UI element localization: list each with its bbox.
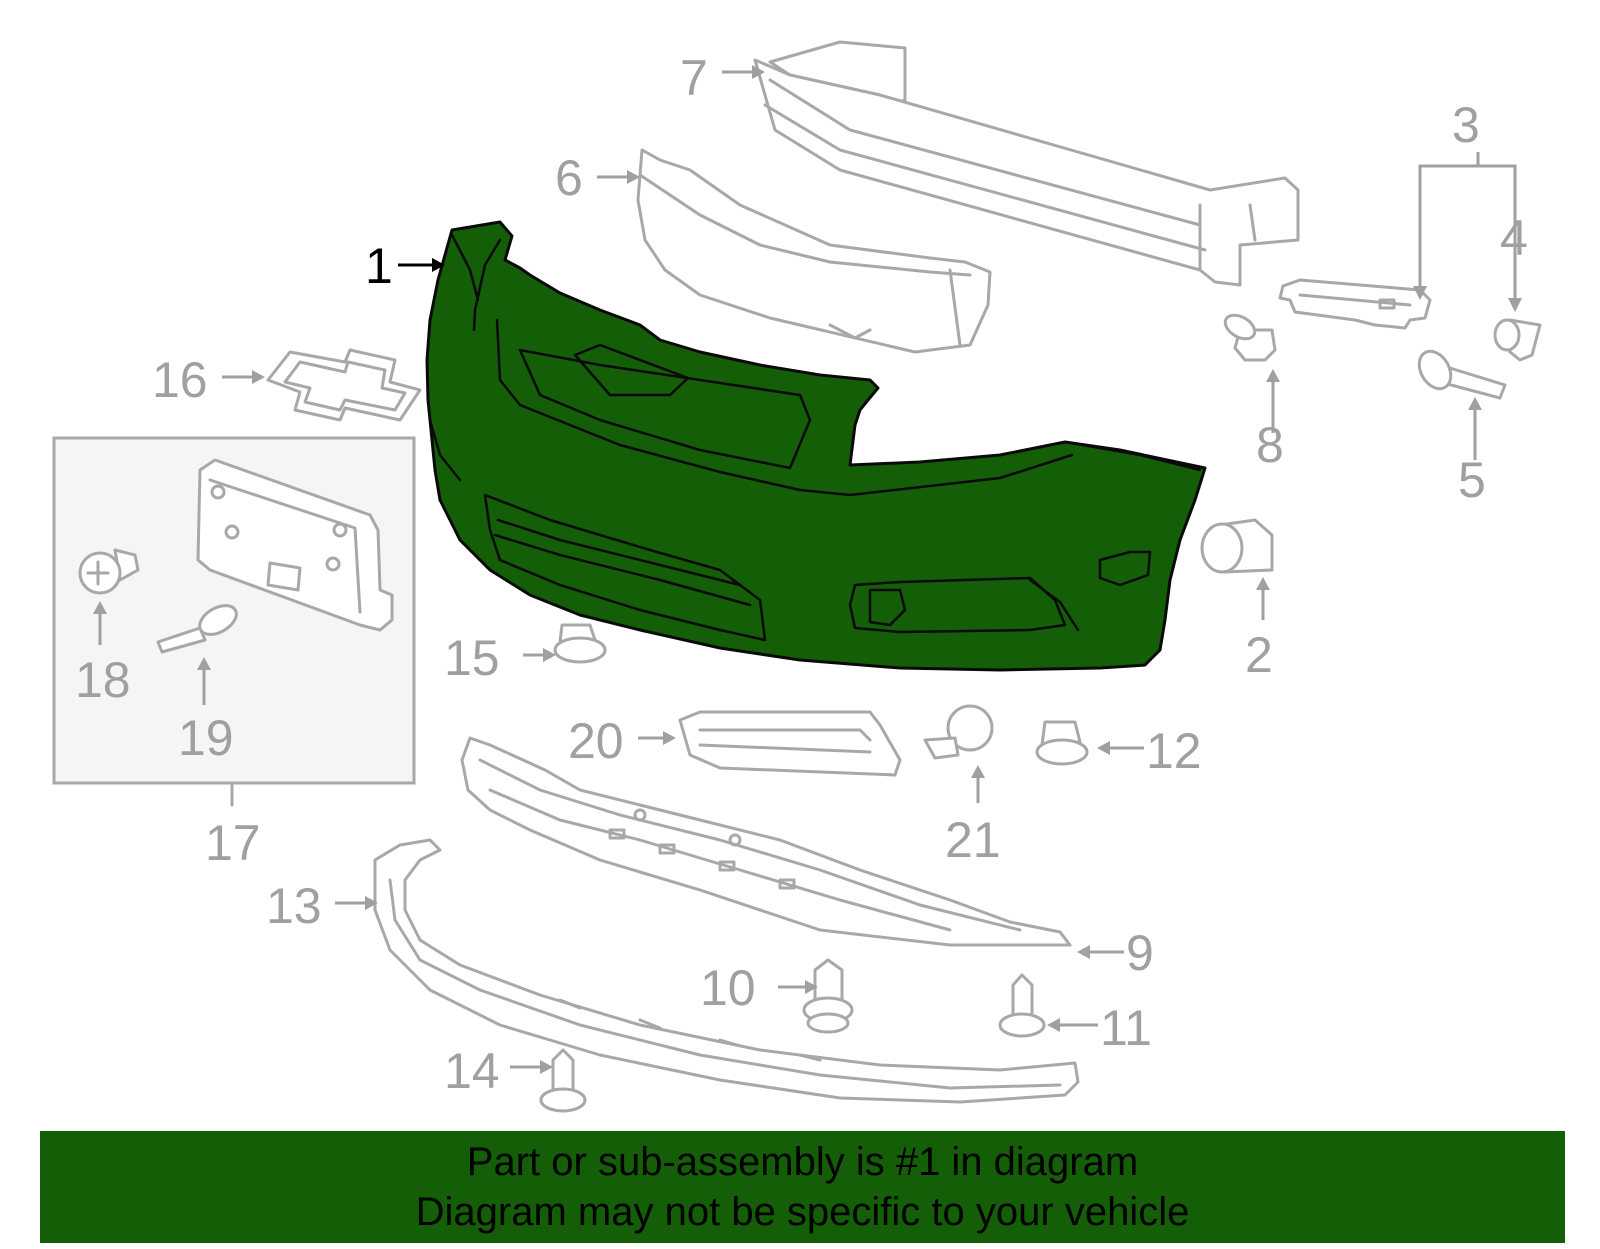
leader-arrows xyxy=(93,65,1522,1074)
callout-labels: 1 2 3 4 5 6 7 8 9 10 11 12 13 14 15 16 1… xyxy=(75,50,1528,1099)
part-21-bulb xyxy=(923,704,994,760)
part-7-impact-bar xyxy=(753,40,1300,287)
callout-13[interactable]: 13 xyxy=(266,878,322,934)
callout-2[interactable]: 2 xyxy=(1245,627,1273,683)
callout-3[interactable]: 3 xyxy=(1452,97,1480,153)
callout-5[interactable]: 5 xyxy=(1458,452,1486,508)
part-2-sensor xyxy=(1200,518,1274,574)
callout-8[interactable]: 8 xyxy=(1256,417,1284,473)
callout-14[interactable]: 14 xyxy=(444,1043,500,1099)
callout-20[interactable]: 20 xyxy=(568,713,624,769)
callout-21[interactable]: 21 xyxy=(945,812,1001,868)
part-4-clip xyxy=(1493,318,1542,362)
part-8-push-pin xyxy=(1223,313,1277,362)
callout-9[interactable]: 9 xyxy=(1126,925,1154,981)
callout-17[interactable]: 17 xyxy=(205,815,261,871)
part-20-bezel xyxy=(678,710,902,777)
part-1-bumper-cover xyxy=(425,220,1207,672)
part-13-spoiler xyxy=(373,838,1080,1104)
callout-16[interactable]: 16 xyxy=(152,352,208,408)
callout-10[interactable]: 10 xyxy=(700,960,756,1016)
part-5-bolt xyxy=(1417,349,1507,400)
info-banner: Part or sub-assembly is #1 in diagram Di… xyxy=(40,1131,1565,1243)
callout-6[interactable]: 6 xyxy=(555,150,583,206)
banner-line-1: Part or sub-assembly is #1 in diagram xyxy=(466,1140,1139,1184)
callout-4[interactable]: 4 xyxy=(1500,210,1528,266)
banner-line-2: Diagram may not be specific to your vehi… xyxy=(415,1190,1190,1234)
part-12-clip-nut xyxy=(1035,720,1089,766)
callout-19[interactable]: 19 xyxy=(178,710,234,766)
callout-11[interactable]: 11 xyxy=(1100,1000,1152,1056)
callout-7[interactable]: 7 xyxy=(680,50,708,106)
part-14-bolt xyxy=(539,1048,587,1113)
part-6-energy-absorber xyxy=(636,148,992,354)
part-9-deflector xyxy=(460,736,1072,947)
callout-12[interactable]: 12 xyxy=(1146,723,1202,779)
part-10-push-clip xyxy=(802,958,854,1034)
part-3-bracket xyxy=(1278,278,1432,330)
part-15-clip-nut xyxy=(553,623,607,664)
part-18-screw xyxy=(78,548,140,595)
part-16-emblem xyxy=(266,348,422,422)
callout-18[interactable]: 18 xyxy=(75,652,131,708)
part-11-bolt xyxy=(998,973,1046,1038)
part-19-rivet xyxy=(156,604,238,654)
callout-1[interactable]: 1 xyxy=(365,238,393,294)
callout-15[interactable]: 15 xyxy=(444,630,500,686)
